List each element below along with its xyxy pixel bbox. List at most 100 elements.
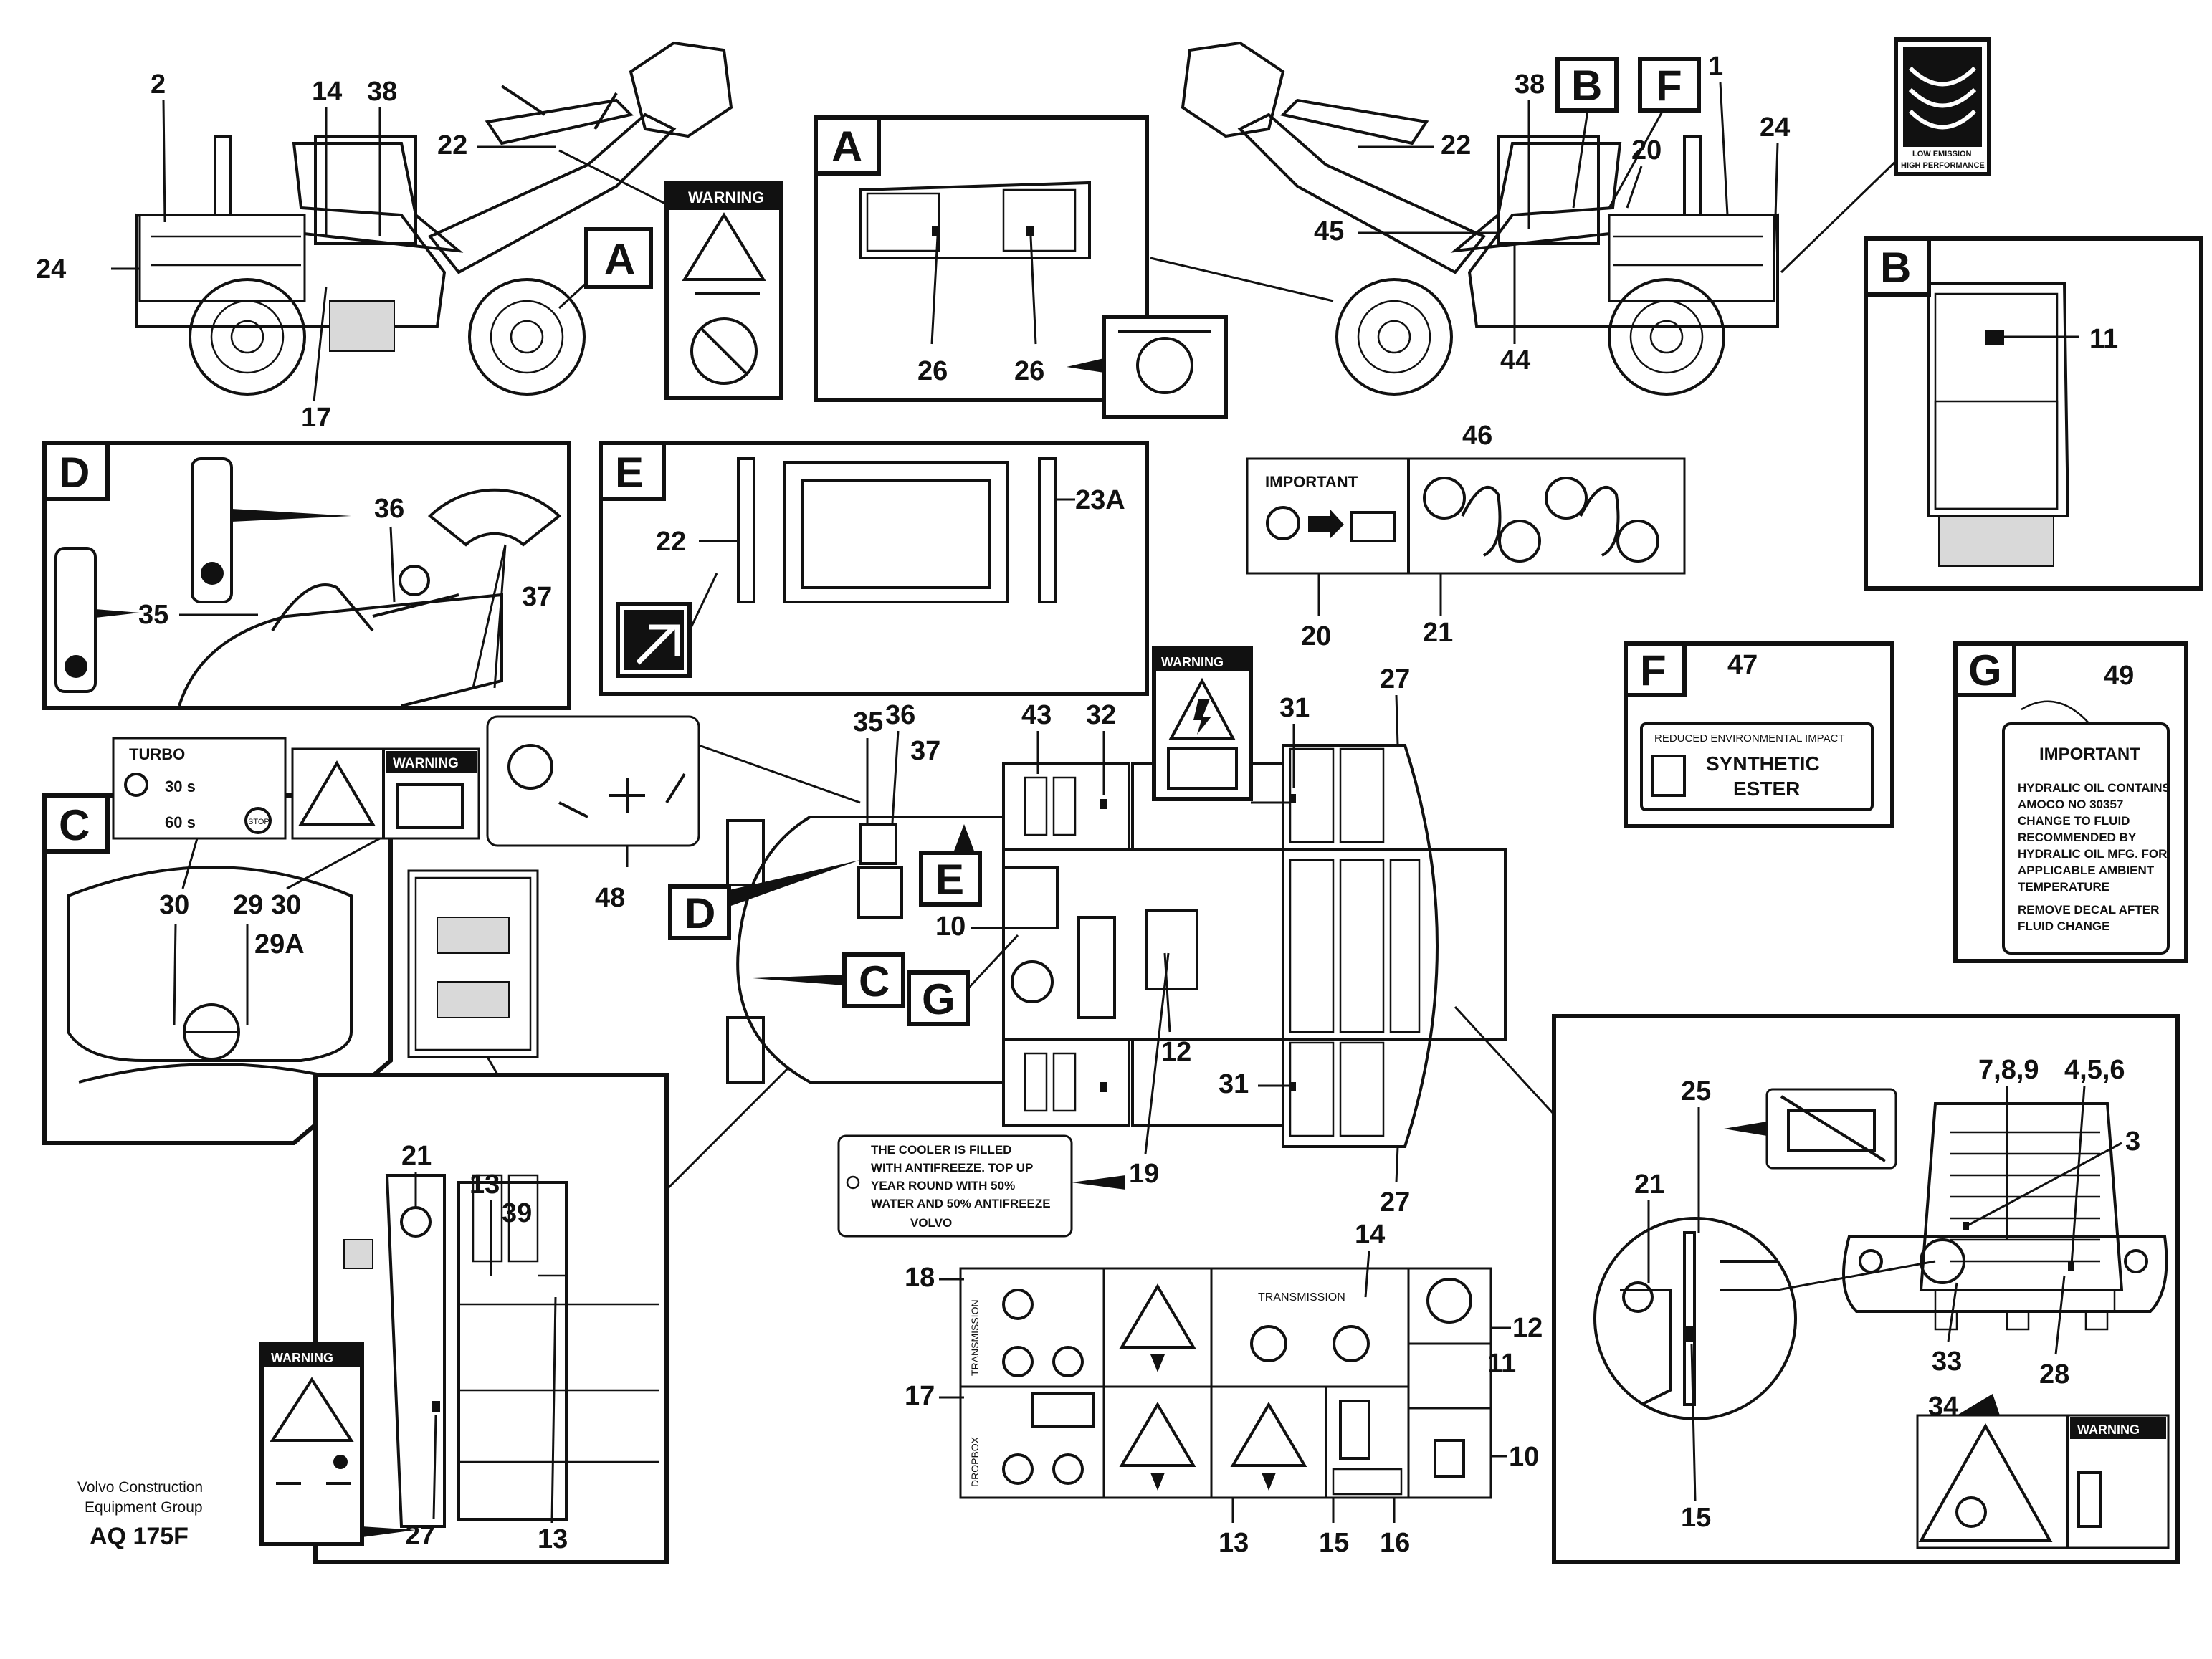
turbo-title: TURBO — [129, 745, 185, 763]
svg-text:TEMPERATURE: TEMPERATURE — [2018, 880, 2109, 894]
loader-right-side-view — [1181, 41, 1901, 396]
footer-line1: Volvo Construction — [77, 1479, 203, 1496]
label-29: 29 — [233, 890, 263, 920]
label-17-panel: 17 — [905, 1381, 935, 1411]
cooler-volvo: VOLVO — [910, 1216, 952, 1230]
label-23A: 23A — [1075, 485, 1125, 515]
g-important-title: IMPORTANT — [2039, 745, 2140, 764]
label-13-detail-top: 13 — [469, 1170, 500, 1200]
electrical-warning-decal: WARNING — [1152, 646, 1290, 804]
detail-letter-B: B — [1880, 244, 1911, 292]
label-24-left: 24 — [36, 254, 66, 285]
label-11-b: 11 — [2089, 324, 2118, 354]
label-35-d: 35 — [138, 600, 168, 630]
callout-box-G-center — [907, 970, 970, 1026]
callout-letter-E-center: E — [935, 856, 964, 904]
fan-warning-text: WARNING — [271, 1351, 333, 1365]
label-18: 18 — [905, 1263, 935, 1293]
detail-box-D: D — [42, 441, 571, 710]
label-456: 4,5,6 — [2064, 1055, 2125, 1085]
electric-warning-text: WARNING — [1161, 655, 1224, 669]
joystick-decal — [486, 715, 861, 867]
important-hitch-decal: IMPORTANT — [1246, 457, 1686, 575]
hydraulic-diagram-decal — [407, 869, 539, 1126]
label-28: 28 — [2039, 1359, 2069, 1390]
detail-letter-A: A — [831, 123, 862, 171]
detail-box-A: A — [814, 115, 1334, 419]
footer-line2: Equipment Group — [85, 1499, 203, 1516]
radiator-detail-box — [313, 1066, 790, 1564]
label-37-d: 37 — [522, 582, 552, 612]
battery-detail-box: WARNING — [1454, 1005, 2180, 1564]
callout-letter-G-center: G — [922, 975, 955, 1023]
detail-letter-D: D — [59, 449, 90, 497]
label-31-top: 31 — [1279, 693, 1310, 723]
high-performance-text: HIGH PERFORMANCE — [1901, 161, 1985, 170]
f-decal-line2: SYNTHETIC — [1706, 752, 1820, 775]
turbo-60s: 60 s — [165, 813, 196, 831]
label-29A: 29A — [254, 929, 305, 960]
label-33: 33 — [1932, 1347, 1962, 1377]
label-15-battery: 15 — [1681, 1503, 1711, 1533]
turbo-30s: 30 s — [165, 778, 196, 795]
c-warning-text: WARNING — [393, 756, 459, 771]
warning-text: WARNING — [688, 188, 764, 206]
important-title-20: IMPORTANT — [1265, 473, 1358, 491]
low-emission-decal: LOW EMISSION HIGH PERFORMANCE — [1894, 37, 1991, 176]
label-30-decal: 30 — [271, 890, 301, 920]
svg-text:AMOCO NO 30357: AMOCO NO 30357 — [2018, 798, 2123, 811]
svg-text:REMOVE DECAL AFTER: REMOVE DECAL AFTER — [2018, 903, 2159, 917]
label-26-a: 26 — [917, 356, 948, 386]
svg-text:APPLICABLE AMBIENT: APPLICABLE AMBIENT — [2018, 864, 2155, 877]
callout-box-F-top — [1638, 57, 1701, 113]
label-47: 47 — [1727, 650, 1758, 680]
label-22-e: 22 — [656, 527, 686, 557]
label-38-left: 38 — [367, 77, 397, 107]
detail-box-E: E — [599, 441, 1149, 696]
label-21-decal: 21 — [1423, 618, 1453, 648]
label-14-left: 14 — [312, 77, 342, 107]
label-21-battery: 21 — [1634, 1170, 1664, 1200]
label-45: 45 — [1314, 216, 1344, 247]
label-36-d: 36 — [374, 494, 404, 524]
f-decal-line3: ESTER — [1733, 778, 1800, 800]
label-37-center: 37 — [910, 736, 940, 766]
callout-letter-D-center: D — [685, 889, 715, 937]
service-decal-panel: TRANSMISSION DROPBOX TRANSMISSION — [959, 1267, 1492, 1499]
label-44: 44 — [1500, 345, 1530, 376]
label-22-left: 22 — [437, 130, 467, 161]
label-2: 2 — [151, 70, 166, 100]
label-26-b: 26 — [1014, 356, 1044, 386]
label-43: 43 — [1021, 700, 1052, 730]
fan-warning-decal: WARNING — [259, 1342, 416, 1546]
label-36-center: 36 — [885, 700, 915, 730]
label-3: 3 — [2125, 1127, 2140, 1157]
cooler-line-2: YEAR ROUND WITH 50% — [871, 1179, 1015, 1192]
label-27-bottom: 27 — [1380, 1187, 1410, 1218]
label-789: 7,8,9 — [1978, 1055, 2039, 1085]
label-32: 32 — [1086, 700, 1116, 730]
label-27-detail: 27 — [405, 1521, 435, 1551]
label-24-right: 24 — [1760, 113, 1790, 143]
svg-text:RECOMMENDED BY: RECOMMENDED BY — [2018, 831, 2137, 844]
f-decal-line1: REDUCED ENVIRONMENTAL IMPACT — [1654, 732, 1845, 745]
label-13-panel: 13 — [1219, 1528, 1249, 1558]
cooler-line-3: WATER AND 50% ANTIFREEZE — [871, 1197, 1051, 1210]
svg-text:CHANGE TO FLUID: CHANGE TO FLUID — [2018, 814, 2130, 828]
label-30-c: 30 — [159, 890, 189, 920]
callout-box-B-top — [1555, 57, 1619, 113]
cooler-line-0: THE COOLER IS FILLED — [871, 1143, 1011, 1157]
transmission-vertical: TRANSMISSION — [969, 1299, 981, 1376]
label-10-panel: 10 — [1509, 1442, 1539, 1472]
label-39: 39 — [502, 1198, 532, 1228]
label-11-panel: 11 — [1487, 1349, 1516, 1379]
label-17-left: 17 — [301, 403, 331, 433]
callout-letter-A-left: A — [604, 235, 635, 283]
label-34: 34 — [1928, 1392, 1958, 1422]
callout-letter-F-top: F — [1656, 62, 1682, 110]
footer-code: AQ 175F — [90, 1523, 189, 1550]
detail-letter-C: C — [59, 801, 90, 849]
cooler-decal: THE COOLER IS FILLED WITH ANTIFREEZE. TO… — [837, 1134, 1125, 1238]
label-12-panel: 12 — [1512, 1313, 1543, 1343]
label-38-right: 38 — [1515, 70, 1545, 100]
